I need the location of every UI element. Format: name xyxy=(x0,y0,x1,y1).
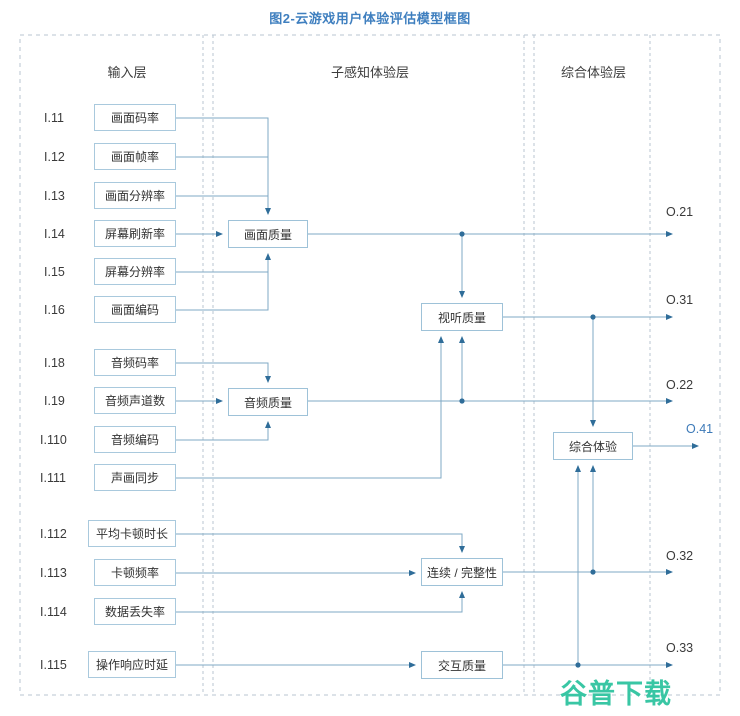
input-box-i110-label: 音频编码 xyxy=(110,433,159,447)
input-box-i15[interactable]: 屏幕分辨率 xyxy=(94,258,176,285)
node-audio-quality-label: 音频质量 xyxy=(243,395,292,410)
input-box-i113[interactable]: 卡顿频率 xyxy=(94,559,176,586)
input-code-i12: I.12 xyxy=(44,150,65,164)
input-box-i111-label: 声画同步 xyxy=(110,471,159,485)
input-box-i16-label: 画面编码 xyxy=(110,303,159,317)
node-overall-experience[interactable]: 综合体验 xyxy=(553,432,633,460)
input-box-i113-label: 卡顿频率 xyxy=(110,566,159,580)
column-header-overall: 综合体验层 xyxy=(536,62,651,81)
input-code-i114: I.114 xyxy=(40,605,67,619)
input-box-i11-label: 画面码率 xyxy=(110,111,159,125)
input-box-i115[interactable]: 操作响应时延 xyxy=(88,651,176,678)
input-code-i19: I.19 xyxy=(44,394,65,408)
input-code-i111: I.111 xyxy=(40,471,66,485)
input-code-i110: I.110 xyxy=(40,433,67,447)
input-box-i110[interactable]: 音频编码 xyxy=(94,426,176,453)
input-code-i14: I.14 xyxy=(44,227,65,241)
input-box-i12-label: 画面帧率 xyxy=(110,150,159,164)
input-code-i15: I.15 xyxy=(44,265,65,279)
column-header-subperception: 子感知体验层 xyxy=(215,62,525,81)
input-box-i15-label: 屏幕分辨率 xyxy=(104,265,165,279)
input-code-i18: I.18 xyxy=(44,356,65,370)
column-header-input: 输入层 xyxy=(52,62,202,81)
input-code-i11: I.11 xyxy=(44,111,64,125)
input-code-i112: I.112 xyxy=(40,527,67,541)
input-box-i19-label: 音频声道数 xyxy=(104,394,165,408)
node-interaction-quality[interactable]: 交互质量 xyxy=(421,651,503,679)
edge-i16-pic xyxy=(176,272,269,311)
node-picture-quality-label: 画面质量 xyxy=(243,227,292,242)
input-box-i114-label: 数据丢失率 xyxy=(104,605,165,619)
figure-title: 图2-云游戏用户体验评估模型框图 xyxy=(269,11,471,26)
node-interaction-quality-label: 交互质量 xyxy=(437,658,486,673)
input-code-i16: I.16 xyxy=(44,303,65,317)
edge-i11-pic xyxy=(176,117,271,215)
junction-dots xyxy=(459,231,596,668)
input-box-i111[interactable]: 声画同步 xyxy=(94,464,176,491)
edge-i18-aud xyxy=(176,362,271,383)
node-continuity-integrity[interactable]: 连续 / 完整性 xyxy=(421,558,503,586)
edge-i15-pic xyxy=(176,253,271,273)
output-label-o21: O.21 xyxy=(666,205,694,219)
input-box-i114[interactable]: 数据丢失率 xyxy=(94,598,176,625)
input-box-i13[interactable]: 画面分辨率 xyxy=(94,182,176,209)
output-label-o33: O.33 xyxy=(666,641,694,655)
input-code-i113: I.113 xyxy=(40,566,67,580)
watermark: 谷普下载 xyxy=(560,679,672,710)
edge-i112-cont xyxy=(176,533,465,553)
output-label-o22: O.22 xyxy=(666,378,694,392)
input-box-i13-label: 画面分辨率 xyxy=(104,189,165,203)
input-box-i112-label: 平均卡顿时长 xyxy=(95,527,168,541)
input-box-i18[interactable]: 音频码率 xyxy=(94,349,176,376)
column-header-input-label: 输入层 xyxy=(107,65,147,80)
input-box-i16[interactable]: 画面编码 xyxy=(94,296,176,323)
input-box-i115-label: 操作响应时延 xyxy=(95,658,168,672)
edge-i111-av xyxy=(176,336,444,479)
input-code-i115: I.115 xyxy=(40,658,67,672)
input-box-i18-label: 音频码率 xyxy=(110,356,159,370)
edge-i110-aud xyxy=(176,421,271,441)
edge-i114-cont xyxy=(176,591,465,613)
node-continuity-integrity-label: 连续 / 完整性 xyxy=(426,565,497,580)
input-box-i19[interactable]: 音频声道数 xyxy=(94,387,176,414)
input-box-i11[interactable]: 画面码率 xyxy=(94,104,176,131)
input-code-i13: I.13 xyxy=(44,189,65,203)
node-audiovisual-quality[interactable]: 视听质量 xyxy=(421,303,503,331)
output-label-o41: O.41 xyxy=(686,422,714,436)
output-label-o31: O.31 xyxy=(666,293,694,307)
input-box-i12[interactable]: 画面帧率 xyxy=(94,143,176,170)
column-header-overall-label: 综合体验层 xyxy=(560,65,626,80)
input-box-i14-label: 屏幕刷新率 xyxy=(104,227,165,241)
column-header-subperception-label: 子感知体验层 xyxy=(330,65,409,80)
output-label-o32: O.32 xyxy=(666,549,694,563)
node-audiovisual-quality-label: 视听质量 xyxy=(437,310,486,325)
node-audio-quality[interactable]: 音频质量 xyxy=(228,388,308,416)
node-overall-experience-label: 综合体验 xyxy=(568,439,617,454)
input-box-i14[interactable]: 屏幕刷新率 xyxy=(94,220,176,247)
input-box-i112[interactable]: 平均卡顿时长 xyxy=(88,520,176,547)
node-picture-quality[interactable]: 画面质量 xyxy=(228,220,308,248)
